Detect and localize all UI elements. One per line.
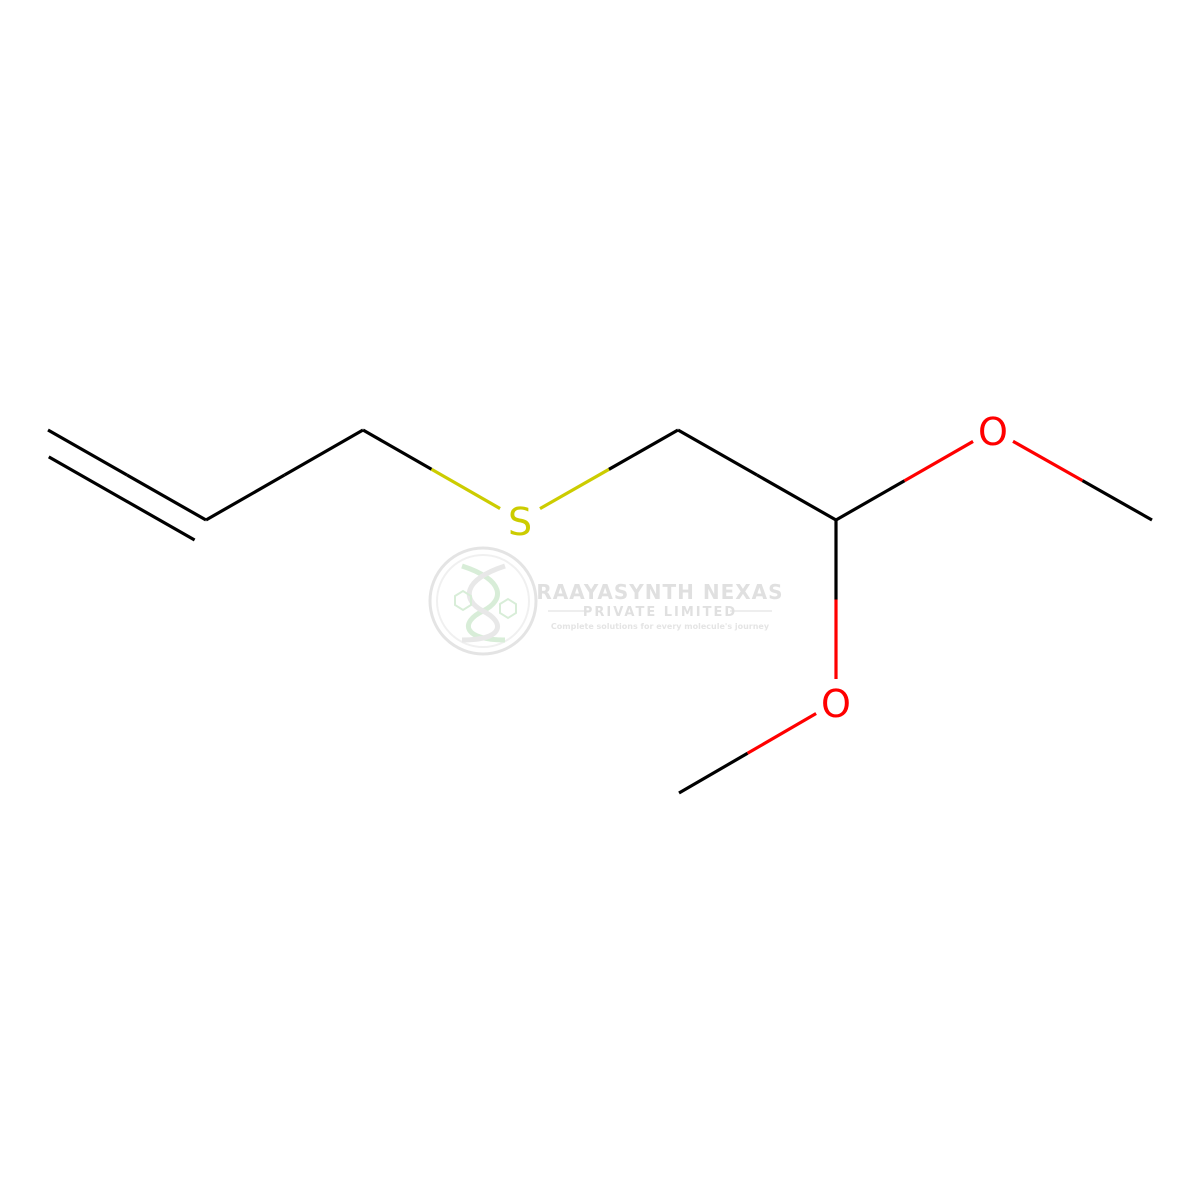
bond-c2-c3-a xyxy=(205,473,286,522)
bond-c5-o1-b xyxy=(903,440,974,483)
bond-c1-c2-b xyxy=(126,473,207,522)
bond-c1-c2-a xyxy=(47,428,128,477)
bond-c2-c3-b xyxy=(283,428,364,477)
bond-o2-c7-b xyxy=(678,751,749,795)
dna-logo-icon xyxy=(454,563,517,643)
bond-c3-s1-a xyxy=(362,428,433,471)
watermark: RAAYASYNTH NEXAS PRIVATE LIMITED Complet… xyxy=(428,546,783,656)
bond-c4-c5-a xyxy=(677,428,758,477)
watermark-inner-ring xyxy=(436,554,530,648)
bonds-layer xyxy=(47,428,1153,795)
bond-c4-c5-b xyxy=(756,473,837,522)
watermark-subtitle: PRIVATE LIMITED xyxy=(583,605,737,620)
watermark-ring xyxy=(428,546,538,656)
bond-o1-c6-b xyxy=(1081,479,1153,522)
atoms-layer: S O O xyxy=(508,410,1008,726)
watermark-tagline: Complete solutions for every molecule's … xyxy=(551,622,770,631)
bond-o1-c6-a xyxy=(1012,439,1084,483)
bond-c3-s1-b xyxy=(430,467,501,510)
atom-label-s1: S xyxy=(508,500,532,544)
bond-c1-c2-inner xyxy=(47,455,196,542)
atom-label-o1: O xyxy=(978,410,1008,454)
bond-o2-c7-a xyxy=(746,712,817,755)
atom-label-o2: O xyxy=(821,682,851,726)
bond-c5-o1-a xyxy=(835,479,906,522)
bond-s1-c4-a xyxy=(539,467,610,511)
bond-s1-c4-b xyxy=(608,428,679,471)
watermark-title: RAAYASYNTH NEXAS xyxy=(536,580,783,604)
